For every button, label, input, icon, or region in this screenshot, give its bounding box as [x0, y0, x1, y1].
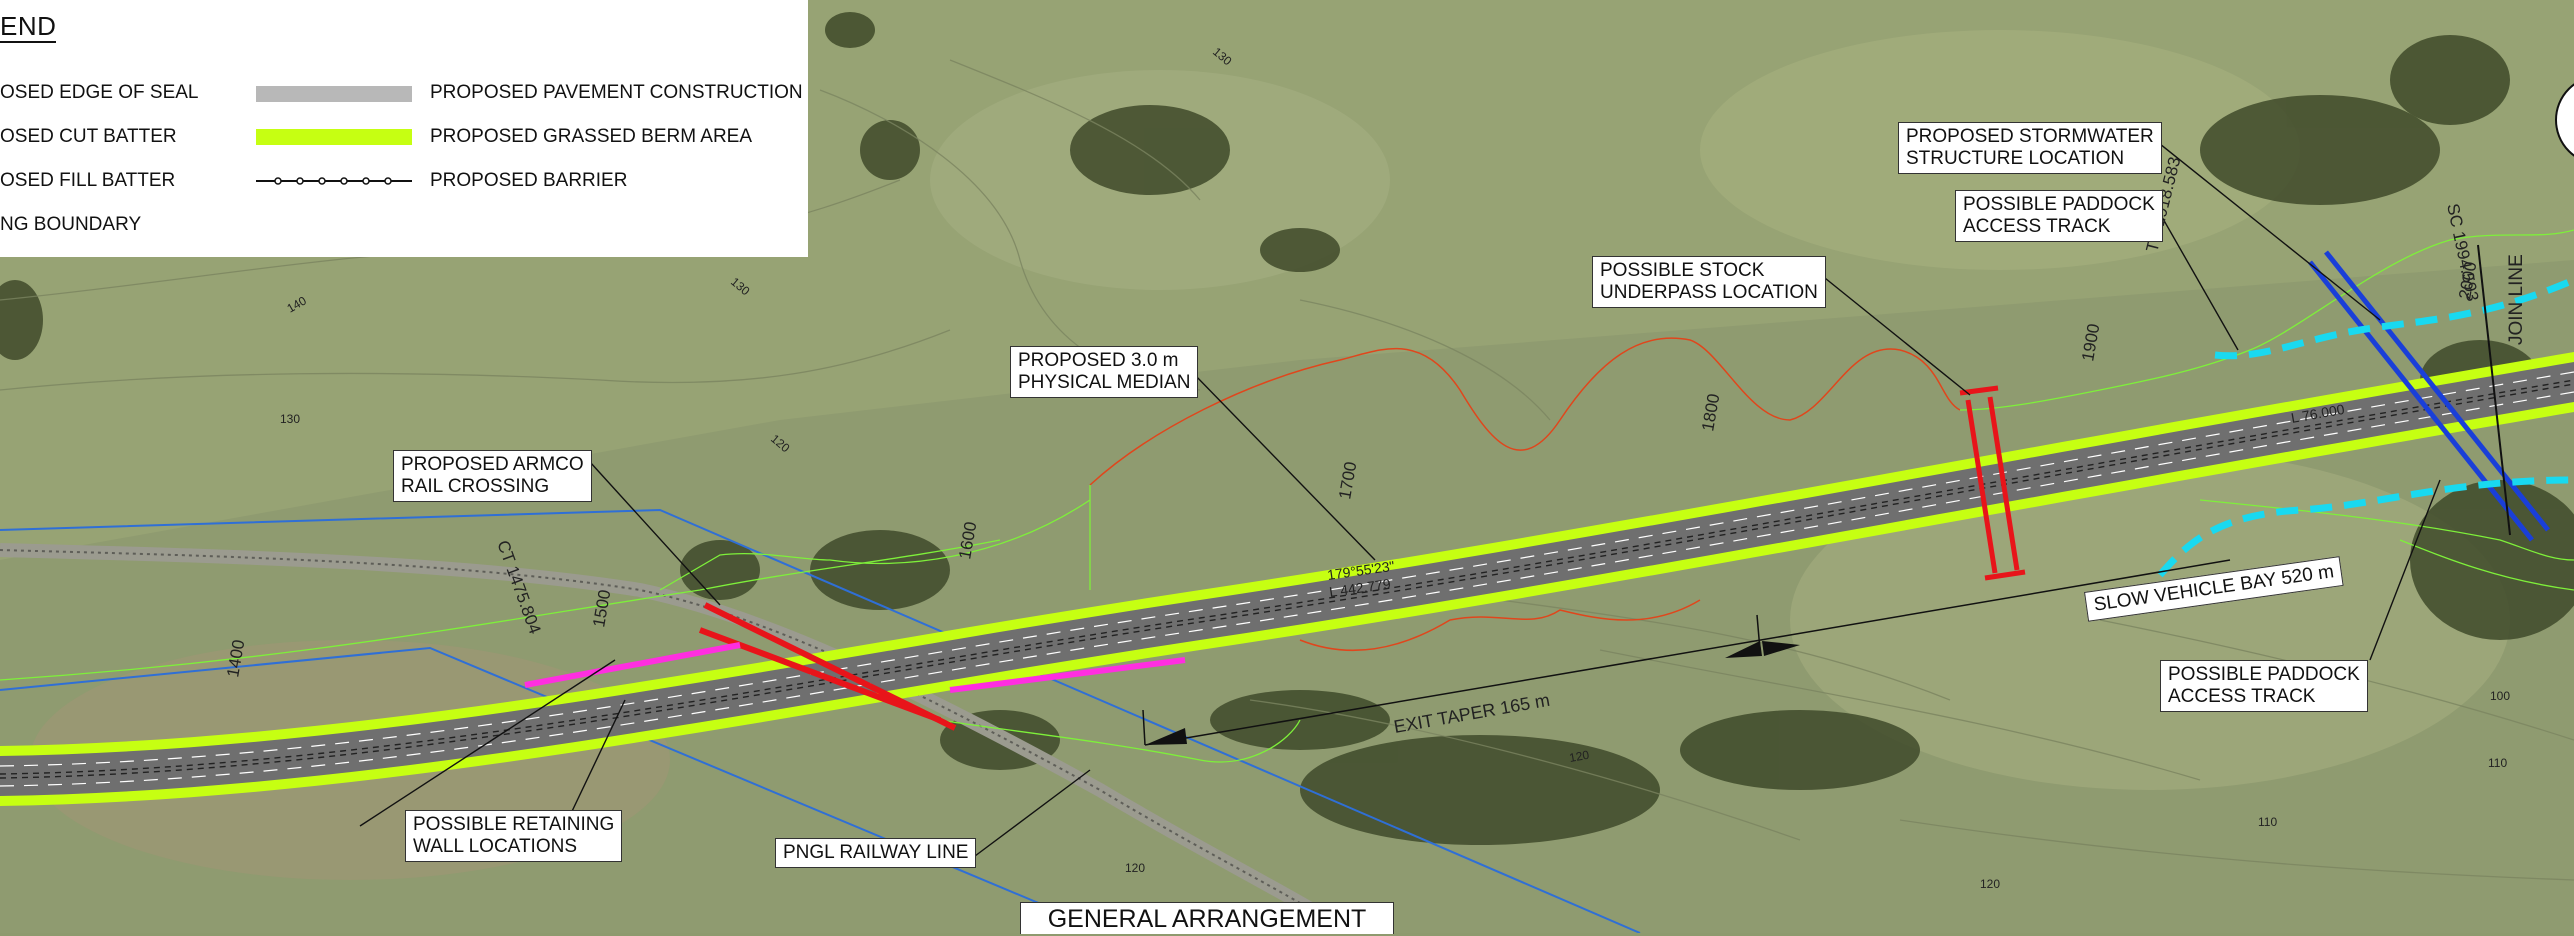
legend-item-berm: PROPOSED GRASSED BERM AREA	[430, 126, 753, 147]
callout-paddock-track-top: POSSIBLE PADDOCK ACCESS TRACK	[1955, 190, 2163, 242]
callout-railway-line: PNGL RAILWAY LINE	[775, 838, 977, 868]
pavement-swatch	[256, 86, 412, 102]
berm-swatch	[256, 129, 412, 145]
legend-item-edge-of-seal: OSED EDGE OF SEAL	[0, 82, 199, 103]
legend-item-fill-batter: OSED FILL BATTER	[0, 170, 176, 191]
legend-item-cut-batter: OSED CUT BATTER	[0, 126, 177, 147]
callout-leaders	[359, 139, 2441, 857]
paddock-access-track	[2214, 276, 2574, 360]
dimension-tick	[1756, 614, 1761, 651]
paddock-access-track	[2157, 476, 2574, 578]
contour-label: 110	[2488, 756, 2507, 770]
fill-batter-line	[1299, 599, 1701, 652]
join-line-label: JOIN LINE	[2506, 254, 2527, 345]
barrier-lines	[0, 379, 2574, 779]
dimension-arrow	[1145, 728, 1187, 745]
stormwater-structure	[2324, 250, 2550, 532]
callout-retaining-walls: POSSIBLE RETAINING WALL LOCATIONS	[405, 810, 623, 862]
drawing-title: GENERAL ARRANGEMENT	[1020, 902, 1394, 934]
callout-armco-rail-crossing: PROPOSED ARMCO RAIL CROSSING	[393, 450, 592, 502]
legend-item-boundary: NG BOUNDARY	[0, 214, 142, 235]
lane-markings	[0, 371, 2574, 787]
contour-label: 100	[2490, 689, 2510, 703]
callout-physical-median: PROPOSED 3.0 m PHYSICAL MEDIAN	[1010, 346, 1199, 398]
contour-label: 120	[1980, 877, 2000, 891]
contour-label: 120	[1125, 861, 1145, 875]
callout-stormwater: PROPOSED STORMWATER STRUCTURE LOCATION	[1898, 122, 2162, 174]
contour-label: 120	[1568, 748, 1590, 765]
dimension-arrow	[1725, 641, 1762, 658]
legend-panel: END OSED EDGE OF SEAL OSED CUT BATTER OS…	[0, 0, 808, 257]
dimension-tick	[1142, 709, 1146, 746]
callout-paddock-track-bottom: POSSIBLE PADDOCK ACCESS TRACK	[2160, 660, 2368, 712]
legend-item-barrier: PROPOSED BARRIER	[430, 170, 628, 191]
barrier-swatch	[256, 177, 412, 185]
legend-item-pavement: PROPOSED PAVEMENT CONSTRUCTION	[430, 82, 803, 103]
taper-dimension-line	[1144, 559, 2231, 746]
pavement	[0, 362, 2574, 796]
railway-line	[0, 543, 1354, 933]
retaining-wall	[524, 642, 741, 688]
callout-stock-underpass: POSSIBLE STOCK UNDERPASS LOCATION	[1592, 256, 1826, 308]
stock-underpass	[1959, 385, 2026, 581]
stormwater-structure	[2308, 260, 2534, 542]
contour-label: 130	[280, 412, 300, 426]
dimension-arrow	[1762, 641, 1800, 656]
retaining-wall	[949, 657, 1186, 693]
north-arrow-icon	[2555, 83, 2574, 157]
contour-label: 110	[2258, 815, 2277, 829]
legend-title: END	[0, 11, 57, 43]
batter-toe-lines	[0, 229, 2574, 763]
join-line	[2477, 244, 2511, 536]
property-boundary	[0, 508, 1641, 933]
cut-batter-line	[1089, 337, 1961, 486]
